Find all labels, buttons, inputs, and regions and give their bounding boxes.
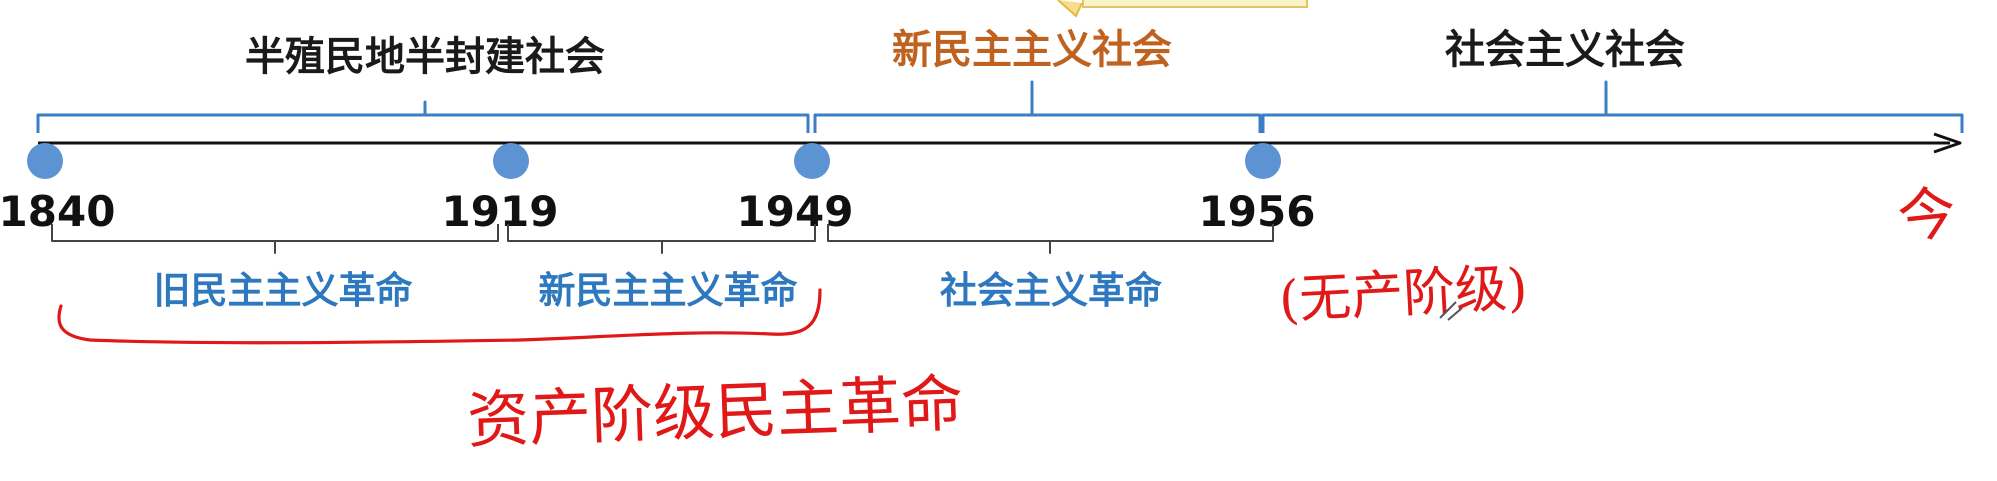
year-label-1956: 1956 — [1199, 187, 1316, 236]
brace-new-democratic — [813, 80, 1262, 133]
year-label-1840: 1840 — [0, 187, 115, 236]
brace-socialist-revolution — [827, 224, 1274, 254]
pen-cursor-icon — [1439, 301, 1463, 321]
brace-old-democratic-revolution — [51, 224, 499, 254]
brace-semi-colonial — [36, 100, 810, 133]
callout-pointer — [1057, 0, 1083, 18]
svg-text:今: 今 — [1895, 178, 1960, 252]
period-label-new-democratic: 新民主主义社会 — [892, 27, 1172, 73]
revolution-label-socialist: 社会主义革命 — [940, 269, 1162, 312]
axis-arrow-icon — [1933, 132, 1962, 154]
brace-new-democratic-revolution — [507, 224, 816, 254]
period-label-semi-colonial: 半殖民地半封建社会 — [245, 34, 605, 80]
year-node-1949 — [794, 143, 830, 179]
year-label-1919: 1919 — [442, 187, 559, 236]
handwritten-bourgeois-democratic-revolution: 资产阶级民主革命 — [466, 367, 964, 457]
revolution-label-old-democratic: 旧民主主义革命 — [154, 269, 413, 312]
svg-text:(无产阶级): (无产阶级) — [1278, 258, 1529, 331]
period-label-socialist: 社会主义社会 — [1445, 27, 1685, 73]
handwritten-brace-bourgeois — [57, 288, 822, 345]
revolution-label-new-democratic: 新民主主义革命 — [539, 269, 798, 312]
year-label-1949: 1949 — [737, 187, 854, 236]
handwritten-now: 今 — [1895, 178, 1960, 252]
year-node-1956 — [1245, 143, 1281, 179]
svg-text:资产阶级民主革命: 资产阶级民主革命 — [466, 367, 964, 457]
callout-box-edge — [1082, 0, 1308, 8]
year-node-1919 — [493, 143, 529, 179]
year-node-1840 — [27, 143, 63, 179]
handwritten-proletarian: (无产阶级) — [1278, 258, 1529, 331]
brace-socialist — [1261, 80, 1964, 133]
